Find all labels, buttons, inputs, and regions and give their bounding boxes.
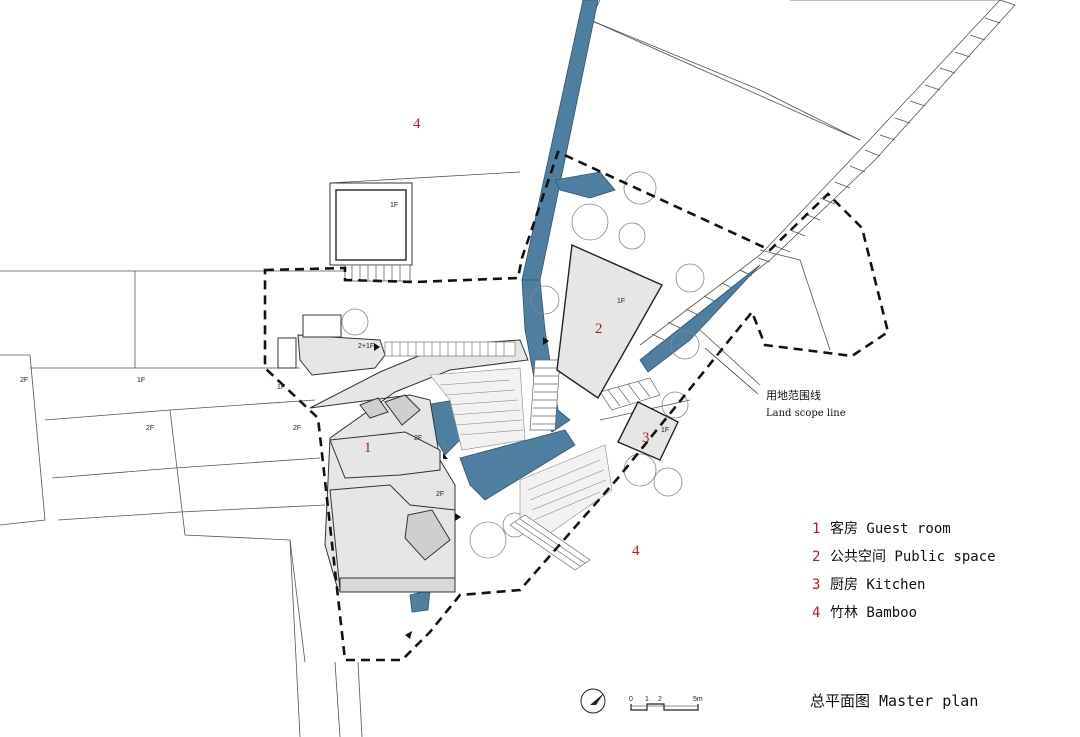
site-boundary-line: [263, 150, 890, 662]
floor-label-public-1f: 1F: [617, 298, 625, 305]
floor-label-upper-1f: 1F: [390, 202, 398, 209]
legend-text: 公共空间 Public space: [830, 549, 996, 565]
zone-number-bamboo-bottom: 4: [632, 543, 640, 559]
kitchen-building: [617, 401, 679, 461]
floor-label-left-2f-1: 2F: [20, 377, 28, 384]
scale-tick-2: 2: [658, 696, 662, 703]
legend-number: 1: [812, 521, 821, 537]
scale-tick-1: 1: [645, 696, 649, 703]
land-scope-leader: [704, 347, 759, 395]
public-space-building: [556, 243, 663, 400]
legend-number: 3: [812, 577, 821, 593]
floor-label-kitchen-1f: 1F: [661, 427, 669, 434]
floor-label-left-1f: 1F: [137, 377, 145, 384]
legend-number: 2: [812, 549, 821, 565]
zone-number-bamboo-top: 4: [413, 116, 421, 132]
terrace-hatch: [384, 341, 516, 357]
land-scope-label-en: Land scope line: [766, 408, 846, 419]
zone-number-guest: 1: [364, 440, 372, 456]
scale-tick-0: 0: [629, 696, 633, 703]
scale-tick-5m: 5m: [693, 696, 703, 703]
upper-building: [329, 182, 413, 282]
plan-title: 总平面图 Master plan: [810, 692, 979, 710]
floor-label-2f-b: 2F: [414, 435, 422, 442]
guest-room-complex: [277, 314, 529, 593]
zone-number-kitchen: 3: [642, 430, 650, 446]
legend-item-bamboo: 4 竹林 Bamboo: [812, 602, 996, 630]
legend-item-public-space: 2 公共空间 Public space: [812, 546, 996, 574]
floor-label-left-2f-2: 2F: [146, 425, 154, 432]
legend-number: 4: [812, 605, 821, 621]
land-scope-label-zh: 用地范围线: [766, 388, 821, 402]
legend-text: 竹林 Bamboo: [830, 605, 918, 621]
legend-item-kitchen: 3 厨房 Kitchen: [812, 574, 996, 602]
floor-label-guest-2plus1f: 2+1F: [358, 343, 374, 350]
hillside-stair: [639, 0, 1016, 353]
north-arrow-icon: [580, 688, 606, 714]
floor-label-2f-a: 2F: [293, 425, 301, 432]
floor-label-1f-a: 1F: [277, 384, 285, 391]
scale-bar: 0 1 2 5m: [629, 696, 703, 711]
zone-number-public: 2: [595, 321, 603, 337]
legend-text: 客房 Guest room: [830, 521, 951, 537]
legend-item-guest-room: 1 客房 Guest room: [812, 518, 996, 546]
water-channel: [364, 0, 761, 613]
stepped-paths: [509, 359, 661, 571]
legend: 1 客房 Guest room 2 公共空间 Public space 3 厨房 Ki…: [812, 518, 996, 630]
entrance-markers: [374, 337, 549, 639]
gravel-courtyards: [429, 367, 613, 541]
floor-label-2f-c: 2F: [436, 491, 444, 498]
legend-text: 厨房 Kitchen: [830, 577, 926, 593]
